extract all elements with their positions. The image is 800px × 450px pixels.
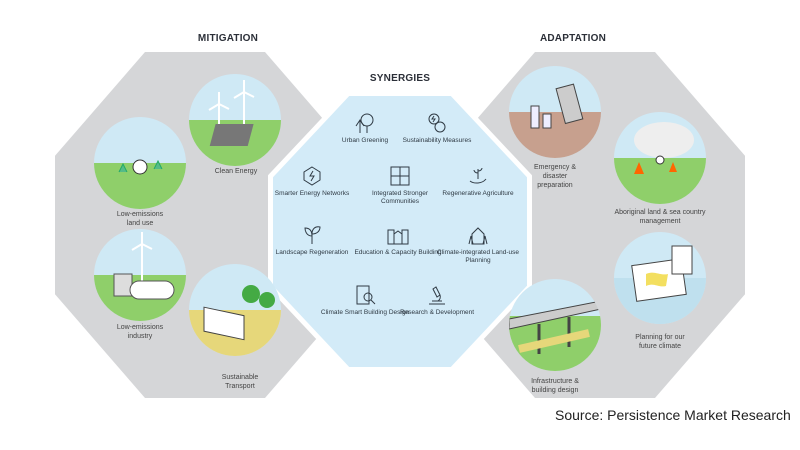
- synergy-education: Education & Capacity Building: [353, 224, 443, 257]
- wind-solar-illustration: [189, 74, 281, 166]
- synergies-panel: [273, 96, 527, 367]
- mitigation-label: Low-emissions industry: [116, 324, 164, 340]
- synergy-landscape-regeneration: Landscape Regeneration: [267, 224, 357, 257]
- source-caption: Source: Persistence Market Research: [555, 407, 791, 423]
- synergy-research: Research & Development: [392, 284, 482, 317]
- microscope-icon: [429, 286, 445, 305]
- fire-management-illustration: [614, 112, 706, 204]
- synergy-urban-greening: Urban Greening: [320, 112, 410, 145]
- house-trees-icon: [468, 227, 488, 245]
- emergency-kit-illustration: [509, 66, 601, 158]
- synergy-land-use-planning: Climate-integrated Land-use Planning: [433, 224, 523, 265]
- mitigation-label: Low-emissions land use: [116, 211, 164, 227]
- tram-illustration: [189, 264, 281, 356]
- synergy-integrated-communities: Integrated Stronger Communities: [355, 165, 445, 206]
- leaves-icon: [304, 226, 321, 244]
- seedling-hand-icon: [469, 167, 487, 184]
- adaptation-label: Planning for our future climate: [635, 334, 685, 350]
- trees-icon: [355, 113, 374, 133]
- planting-illustration: [94, 117, 186, 209]
- adaptation-label: Emergency & disaster preparation: [533, 164, 577, 189]
- planning-map-illustration: [614, 232, 706, 324]
- synergy-regenerative-agriculture: Regenerative Agriculture: [433, 165, 523, 198]
- adaptation-label: Infrastructure & building design: [531, 378, 579, 394]
- building-magnifier-icon: [356, 285, 376, 305]
- energy-network-icon: [303, 166, 321, 186]
- synergy-sustainability-measures: Sustainability Measures: [392, 112, 482, 145]
- synergy-smarter-energy: Smarter Energy Networks: [267, 165, 357, 198]
- hydrogen-industry-illustration: [94, 229, 186, 321]
- synergies-heading: SYNERGIES: [369, 73, 431, 84]
- mitigation-heading: MITIGATION: [197, 33, 259, 44]
- buildings-icon: [387, 229, 409, 245]
- energy-water-cycle-icon: [428, 113, 446, 133]
- adaptation-label: Aboriginal land & sea country management: [614, 209, 706, 225]
- mitigation-label: Clean Energy: [214, 168, 258, 175]
- bridge-illustration: [509, 279, 601, 371]
- adaptation-heading: ADAPTATION: [539, 33, 607, 44]
- puzzle-icon: [390, 166, 410, 186]
- synergy-climate-smart-building: Climate Smart Building Design: [320, 284, 410, 317]
- mitigation-label: Sustainable Transport: [221, 374, 259, 390]
